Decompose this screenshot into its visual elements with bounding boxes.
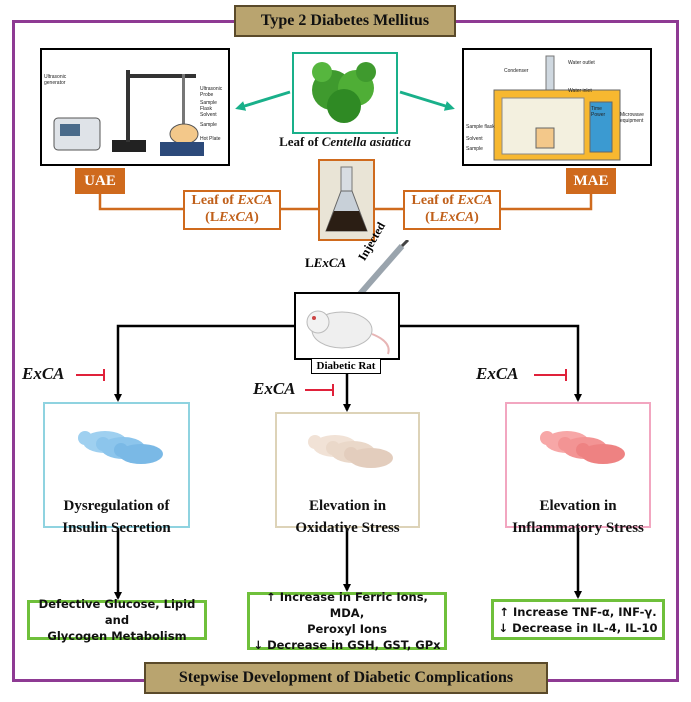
branch-right [400, 324, 582, 402]
mechanism-2-line2: Oxidative Stress [295, 520, 400, 536]
connector-mae-to-flask [500, 193, 593, 211]
flask-icon [325, 166, 368, 232]
leafbox-left-line2-close: ) [254, 210, 259, 225]
rat-group-beige-icon [308, 435, 393, 468]
mechanism-1-line1: Dysregulation of [63, 498, 170, 514]
lexca-label: LExCA [305, 255, 346, 271]
mae-apparatus-panel: Condenser Water outlet Water inlet Sampl… [462, 48, 652, 166]
uae-label-flask: Sample Flask [200, 100, 217, 112]
leafbox-left-line2-italic: ExCA [219, 210, 255, 225]
leafbox-left-line1-prefix: Leaf of [191, 193, 238, 208]
arrow-leaf-to-mae [399, 90, 455, 111]
leaf-extract-box-left: Leaf of ExCA (LExCA) [183, 190, 281, 230]
diabetic-rat-label: Diabetic Rat [311, 358, 381, 374]
leafbox-right-line1-prefix: Leaf of [411, 193, 458, 208]
mechanism-box-insulin: Dysregulation of Insulin Secretion [43, 402, 190, 536]
mae-tag: MAE [566, 168, 616, 194]
uae-label-probe: Ultrasonic Probe [200, 86, 223, 98]
inhibit-center [305, 384, 334, 396]
lexca-prefix: L [305, 255, 314, 270]
outcome-3-line1: ↑ Increase TNF-α, INF-γ. [499, 604, 657, 619]
inhibitor-label-left: ExCA [22, 364, 65, 383]
leaf-photo-frame [292, 52, 398, 134]
leafbox-left-line1-italic: ExCA [237, 193, 273, 208]
mae-label-sample: Sample [466, 146, 483, 152]
footer-text: Stepwise Development of Diabetic Complic… [178, 669, 514, 686]
leafbox-right-line1-italic: ExCA [457, 193, 493, 208]
outcome-2-line3: ↓ Decrease in GSH, GST, GPx [253, 638, 441, 652]
extract-flask-photo [318, 159, 375, 241]
mechanism-3-line2: Inflammatory Stress [512, 520, 644, 536]
uae-label-hotplate: Hot Plate [200, 136, 221, 142]
uae-label-generator: Ultrasonic generator [44, 74, 67, 86]
footer-banner: Stepwise Development of Diabetic Complic… [144, 662, 548, 694]
diabetic-rat-box [294, 292, 400, 360]
outcome-box-metabolism: Defective Glucose, Lipid and Glycogen Me… [27, 597, 207, 643]
mechanism-2-line1: Elevation in [308, 498, 387, 514]
mae-label-time-power: Time Power [591, 106, 606, 118]
uae-apparatus-panel: Ultrasonic generator Ultrasonic Probe Sa… [40, 48, 230, 166]
inhibitor-label-center: ExCA [253, 379, 296, 398]
mechanism-box-inflammatory: Elevation in Inflammatory Stress [505, 402, 651, 536]
centella-leaf-icon [312, 62, 376, 123]
mae-label-water-outlet: Water outlet [568, 60, 595, 66]
leafbox-right-line2-italic: ExCA [439, 210, 475, 225]
outcome-2-line2: Peroxyl Ions [307, 622, 387, 636]
leaf-caption-species: Centella asiatica [321, 134, 411, 149]
rat-group-blue-icon [78, 431, 163, 464]
leafbox-right-line2-open: (L [425, 210, 440, 225]
leaf-caption: Leaf of Centella asiatica [262, 134, 428, 150]
inhibitor-label-right: ExCA [476, 364, 519, 383]
leafbox-right-line2-close: ) [474, 210, 479, 225]
uae-tag: UAE [75, 168, 125, 194]
leafbox-left-line2-open: (L [205, 210, 220, 225]
rat-icon [306, 310, 390, 355]
lexca-italic: ExCA [313, 255, 347, 270]
outcome-1-line1: Defective Glucose, Lipid and [38, 597, 196, 627]
microwave-apparatus-illustration [493, 55, 621, 161]
leaf-caption-prefix: Leaf of [279, 134, 322, 149]
leaf-extract-box-right: Leaf of ExCA (LExCA) [403, 190, 501, 230]
mechanism-3-line1: Elevation in [539, 498, 617, 514]
branch-left [114, 324, 294, 402]
outcome-box-oxidative: ↑ Increase in Ferric Ions, MDA, Peroxyl … [247, 590, 447, 652]
outcome-3-line2: ↓ Decrease in IL-4, IL-10 [498, 620, 658, 635]
title-banner: Type 2 Diabetes Mellitus [234, 5, 456, 37]
uae-label-sample: Sample [200, 122, 217, 128]
outcome-2-line1: ↑ Increase in Ferric Ions, MDA, [266, 590, 428, 620]
mae-label-solvent: Solvent [466, 136, 483, 142]
mechanism-box-oxidative: Elevation in Oxidative Stress [275, 412, 420, 536]
inhibit-left [76, 369, 105, 381]
mae-label-microwave: Microwave equipment [620, 112, 644, 124]
mae-label-sample-flask: Sample flask [466, 124, 495, 130]
title-text: Type 2 Diabetes Mellitus [260, 12, 430, 29]
connector-uae-to-flask [98, 193, 183, 211]
mae-label-condenser: Condenser [504, 68, 529, 74]
rat-group-pink-icon [540, 431, 625, 464]
mechanism-1-line2: Insulin Secretion [62, 520, 171, 536]
mae-label-water-inlet: Water inlet [568, 88, 592, 94]
inhibit-right [534, 369, 567, 381]
uae-label-solvent: Solvent [200, 112, 217, 118]
outcome-box-inflammatory: ↑ Increase TNF-α, INF-γ. ↓ Decrease in I… [491, 599, 665, 640]
outcome-1-line2: Glycogen Metabolism [47, 629, 187, 643]
ultrasonic-apparatus-illustration [53, 70, 204, 156]
arrow-leaf-to-uae [235, 90, 291, 111]
